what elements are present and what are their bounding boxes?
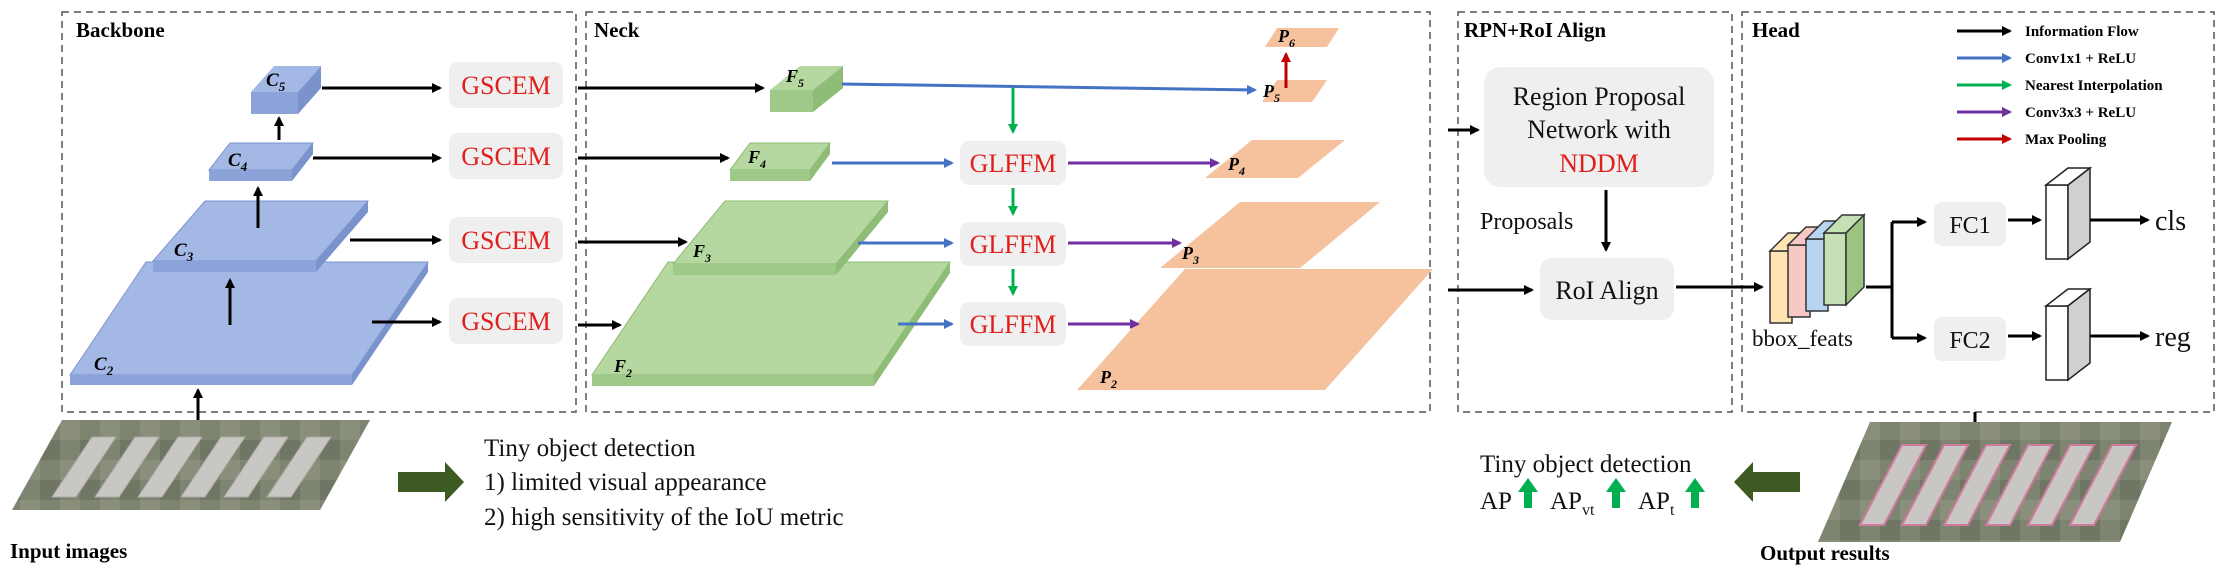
svg-text:GSCEM: GSCEM <box>461 307 551 336</box>
problem-item-1: 1) limited visual appearance <box>484 469 767 496</box>
rpn-panel <box>1457 11 1733 413</box>
gscem-module-4: GSCEM <box>449 133 563 179</box>
arrow-bbox-fc-branch <box>1866 222 1894 289</box>
rpn-title: RPN+RoI Align <box>1464 18 1606 42</box>
svg-text:GSCEM: GSCEM <box>461 71 551 100</box>
fc1-module: FC1 <box>1934 202 2006 246</box>
input-images-label: Input images <box>10 539 127 563</box>
reg-label: reg <box>2155 322 2191 353</box>
c3-label: C3 <box>174 240 194 264</box>
head-panel <box>1741 11 2215 413</box>
svg-text:GLFFM: GLFFM <box>970 230 1057 259</box>
metric-up-arrow-1 <box>1612 490 1620 508</box>
pyramid-p6 <box>1265 28 1339 47</box>
p3-label: P3 <box>1181 243 1199 267</box>
p6-label: P6 <box>1277 26 1295 50</box>
glffm-module-4: GLFFM <box>960 141 1066 185</box>
neck-panel <box>585 11 1431 413</box>
gscem-module-3: GSCEM <box>449 217 563 263</box>
f4-label: F4 <box>747 147 766 171</box>
legend-label-2: Nearest Interpolation <box>2025 78 2163 94</box>
neck-title: Neck <box>594 18 640 42</box>
metric-1: APvt <box>1550 488 1595 519</box>
problem-arrow <box>398 462 464 502</box>
input-image <box>12 420 370 510</box>
feature-map-f2 <box>591 261 951 386</box>
metric-up-arrowhead-1 <box>1606 478 1626 492</box>
output-results-label: Output results <box>1760 541 1890 565</box>
legend-label-3: Conv3x3 + ReLU <box>2025 105 2136 121</box>
arrow-f5-p5-conv1x1 <box>841 82 1257 95</box>
pyramid-p4 <box>1205 140 1345 178</box>
feature-map-c5 <box>251 66 321 114</box>
svg-text:NDDM: NDDM <box>1559 149 1638 178</box>
roi-align-module: RoI Align <box>1540 258 1674 320</box>
problem-title: Tiny object detection <box>484 435 696 462</box>
p4-label: P4 <box>1227 154 1245 178</box>
head-title: Head <box>1752 18 1800 42</box>
f3-label: F3 <box>692 241 711 265</box>
backbone-panel <box>61 11 577 413</box>
svg-text:FC1: FC1 <box>1949 213 1990 239</box>
bbox-feats-block <box>1768 213 1866 324</box>
svg-text:Network with: Network with <box>1527 115 1671 144</box>
glffm-module-3: GLFFM <box>960 222 1066 266</box>
p5-label: P5 <box>1262 81 1280 105</box>
result-title: Tiny object detection <box>1480 451 1692 478</box>
pyramid-p3 <box>1160 202 1380 268</box>
metric-2: APt <box>1638 488 1675 519</box>
rpn-module: Region Proposal Network with NDDM <box>1484 67 1714 187</box>
pyramid-p5 <box>1262 80 1327 102</box>
metric-up-arrowhead-0 <box>1518 478 1538 492</box>
backbone-title: Backbone <box>76 18 165 42</box>
metric-0: AP <box>1480 488 1512 515</box>
gscem-module-2: GSCEM <box>449 298 563 344</box>
problem-item-2: 2) high sensitivity of the IoU metric <box>484 504 844 531</box>
feature-map-c4 <box>207 142 315 181</box>
c5-label: C5 <box>266 70 286 94</box>
svg-text:FC2: FC2 <box>1949 328 1990 354</box>
result-arrow <box>1734 462 1800 502</box>
svg-text:GSCEM: GSCEM <box>461 142 551 171</box>
svg-text:Region Proposal: Region Proposal <box>1513 82 1686 111</box>
proposals-label: Proposals <box>1480 209 1573 235</box>
feature-map-c3 <box>151 200 370 272</box>
svg-text:GLFFM: GLFFM <box>970 149 1057 178</box>
metric-up-arrow-0 <box>1524 490 1532 508</box>
fc2-module: FC2 <box>1934 317 2006 361</box>
f2-label: F2 <box>613 356 632 380</box>
svg-text:GLFFM: GLFFM <box>970 310 1057 339</box>
svg-text:RoI Align: RoI Align <box>1555 276 1658 305</box>
glffm-module-2: GLFFM <box>960 302 1066 346</box>
cls-label: cls <box>2155 206 2186 237</box>
c2-label: C2 <box>94 354 114 378</box>
bbox-feats-label: bbox_feats <box>1752 326 1853 351</box>
metric-up-arrow-2 <box>1691 490 1699 508</box>
legend-label-1: Conv1x1 + ReLU <box>2025 51 2136 67</box>
fc2-output-vector <box>2043 287 2093 382</box>
output-image <box>1818 422 2172 542</box>
feature-map-f3 <box>671 200 890 275</box>
pyramid-p2 <box>1077 269 1433 390</box>
metric-up-arrowhead-2 <box>1685 478 1705 492</box>
result-metrics: AP APvt APt <box>1480 478 1705 519</box>
c4-label: C4 <box>228 150 248 174</box>
fc1-output-vector <box>2043 166 2093 261</box>
legend-label-4: Max Pooling <box>2025 132 2107 148</box>
legend-label-0: Information Flow <box>2025 24 2139 40</box>
feature-map-f4 <box>729 142 831 181</box>
feature-map-f5 <box>770 66 843 112</box>
gscem-module-5: GSCEM <box>449 62 563 108</box>
f5-label: F5 <box>785 66 804 90</box>
p2-label: P2 <box>1099 367 1117 391</box>
svg-text:GSCEM: GSCEM <box>461 226 551 255</box>
